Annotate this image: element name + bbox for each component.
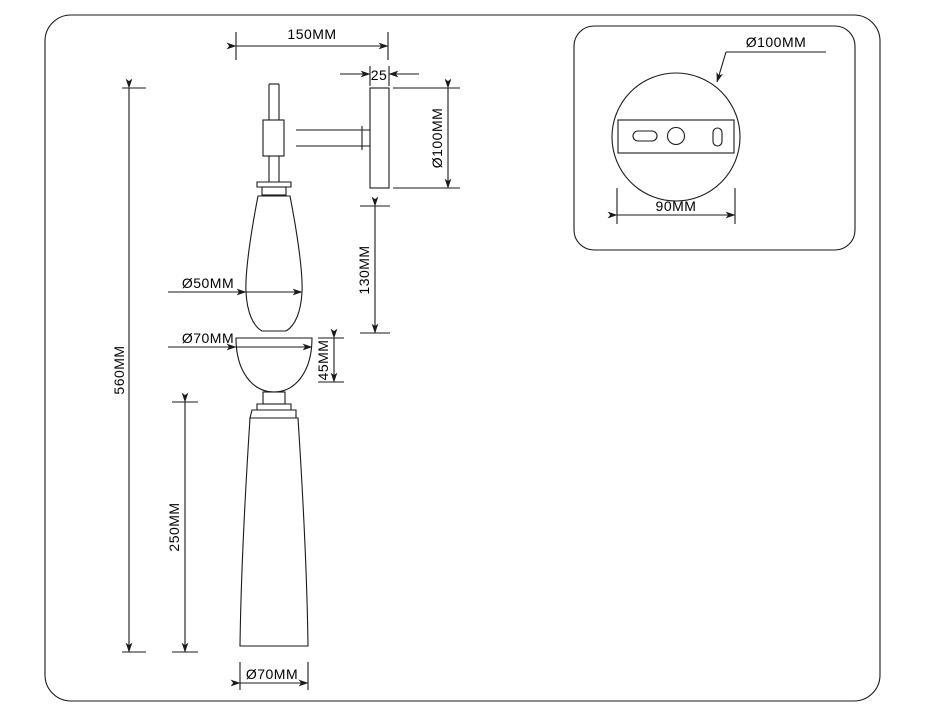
dim-lower-shade-diameter xyxy=(230,662,309,690)
dim-plate-diameter-plan xyxy=(716,51,826,83)
dim-label-plate-thickness: 25 xyxy=(371,67,388,83)
wall-plate-plan-view xyxy=(611,72,741,202)
bowl-shade xyxy=(235,337,313,393)
outer-frame xyxy=(44,14,881,702)
bowl-neck xyxy=(262,391,286,405)
dim-upper-section-height xyxy=(360,196,390,334)
dim-bowl-height xyxy=(318,328,344,383)
dim-overall-height xyxy=(122,78,146,653)
dim-label-bowl-height: 45MM xyxy=(315,340,331,381)
dim-label-upper-shade-diameter: Ø50MM xyxy=(182,275,234,291)
elbow-block xyxy=(262,119,285,157)
bowl-neck-flange xyxy=(256,403,292,411)
mounting-bracket xyxy=(617,119,735,154)
wall-plate-side xyxy=(369,87,390,189)
dim-label-overall-height: 560MM xyxy=(111,345,127,394)
dim-lower-shade-height xyxy=(172,392,198,653)
product-side-elevation xyxy=(235,83,390,647)
upper-stem xyxy=(268,84,280,120)
dim-label-bracket-width: 90MM xyxy=(656,198,697,214)
dim-plate-diameter-side xyxy=(393,78,460,189)
stem-flange xyxy=(256,181,292,188)
lower-shade-collar xyxy=(249,409,297,419)
wall-plate-panel-frame xyxy=(573,25,856,251)
horizontal-arm xyxy=(296,129,370,147)
wall-plate-circle xyxy=(611,72,741,202)
bracket-hole-center xyxy=(666,126,686,146)
dim-label-plate-diameter-side: Ø100MM xyxy=(429,108,445,169)
shade-top-collar xyxy=(261,186,287,196)
dim-bracket-width xyxy=(607,188,736,224)
dim-label-lower-shade-height: 250MM xyxy=(166,502,182,551)
dim-label-overall-projection: 150MM xyxy=(287,26,336,42)
dim-label-lower-shade-diameter: Ø70MM xyxy=(246,666,298,682)
dim-label-bowl-diameter: Ø70MM xyxy=(182,330,234,346)
dim-label-upper-section-height: 130MM xyxy=(356,245,372,294)
lower-stem xyxy=(268,156,280,182)
dim-label-plate-diameter-plan: Ø100MM xyxy=(746,34,807,50)
upper-vase-shade xyxy=(245,195,303,332)
bracket-slot-vertical xyxy=(712,127,723,147)
dim-plate-thickness xyxy=(340,66,419,86)
bracket-slot-horizontal xyxy=(632,130,658,142)
lower-cone-shade xyxy=(239,417,309,647)
dim-overall-projection xyxy=(226,32,389,60)
